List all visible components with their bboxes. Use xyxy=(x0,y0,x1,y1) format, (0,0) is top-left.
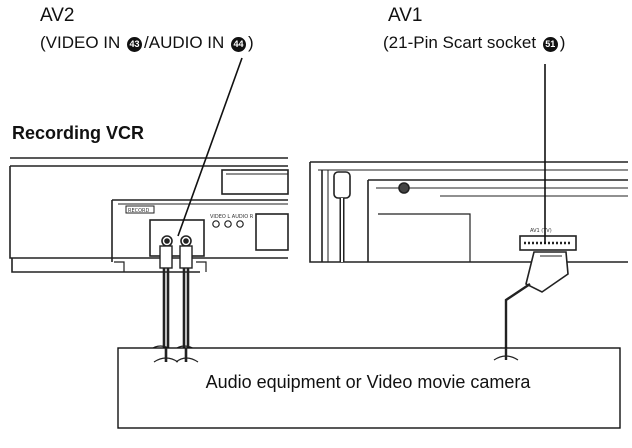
vcr-jacks-tag: VIDEO L AUDIO R xyxy=(210,214,254,220)
video-in-number-badge: 43 xyxy=(127,37,143,52)
recording-vcr-unit xyxy=(9,157,289,273)
av1-description: (21-Pin Scart socket 51) xyxy=(383,34,565,52)
av2-desc-mid: /AUDIO IN xyxy=(144,33,230,52)
av2-title: AV2 xyxy=(40,5,75,26)
av2-description: (VIDEO IN 43/AUDIO IN 44) xyxy=(40,34,254,52)
av1-title: AV1 xyxy=(388,5,423,26)
rca-cables xyxy=(149,245,197,351)
scart-number-badge: 51 xyxy=(542,37,558,52)
equipment-box xyxy=(117,347,621,429)
av2-leader-line xyxy=(177,57,243,237)
recording-vcr-label: Recording VCR xyxy=(12,123,145,143)
av2-desc-suffix: ) xyxy=(248,33,254,52)
equipment-box-label: Audio equipment or Video movie camera xyxy=(205,372,531,392)
dvd-recorder-rear xyxy=(309,161,628,263)
av1-desc-prefix: (21-Pin Scart socket xyxy=(383,33,541,52)
cable-stubs xyxy=(153,348,519,363)
av1-desc-suffix: ) xyxy=(559,33,566,52)
scart-tag: AV1 (TV) xyxy=(530,228,552,234)
vcr-side-tag: RECORD xyxy=(128,208,150,214)
audio-in-number-badge: 44 xyxy=(231,37,247,52)
av2-desc-prefix: (VIDEO IN xyxy=(40,33,126,52)
scart-cable xyxy=(491,251,569,353)
